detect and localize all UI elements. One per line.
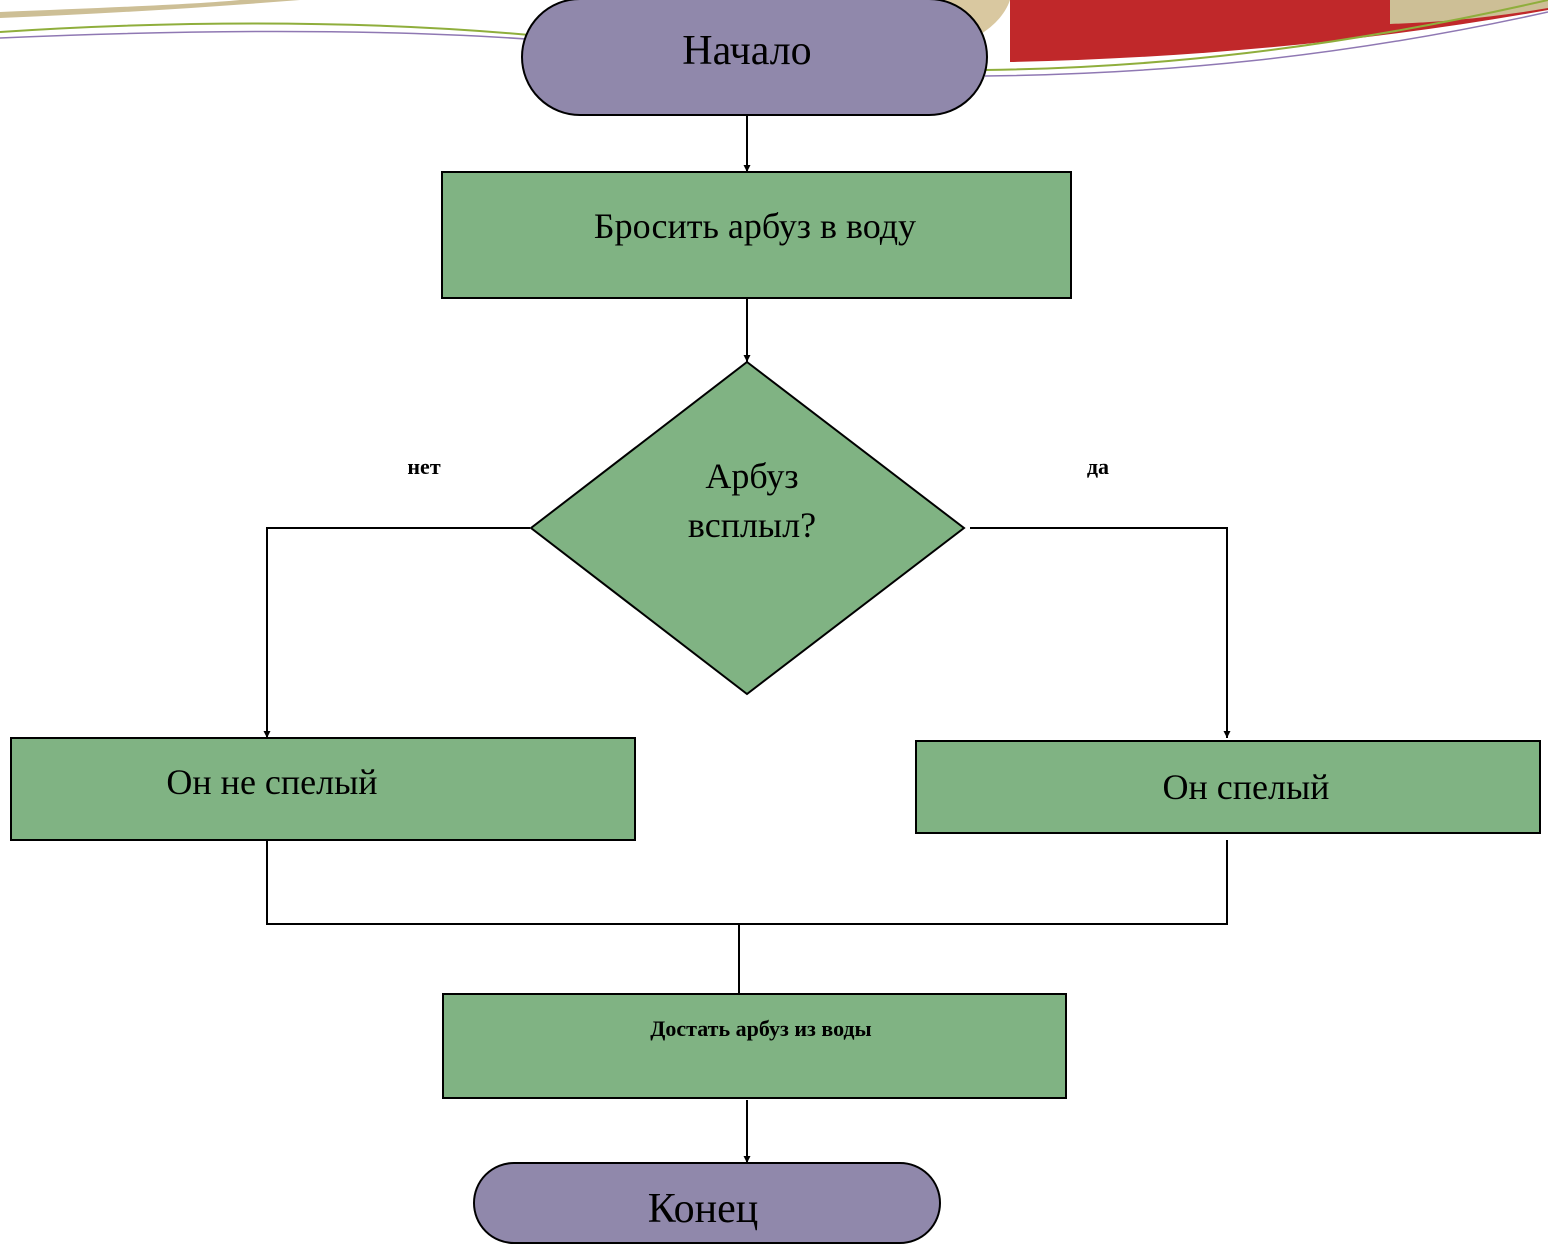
start-label: Начало — [682, 28, 811, 74]
result-yes-label: Он спелый — [1163, 767, 1330, 807]
step1-process: Бросить арбуз в воду — [441, 171, 1072, 299]
decision-label-line1: Арбуз — [705, 456, 798, 496]
end-terminal: Конец — [473, 1162, 941, 1244]
branch-yes-label: да — [1087, 454, 1109, 479]
end-label: Конец — [648, 1186, 759, 1232]
result-no-process: Он не спелый — [10, 737, 636, 841]
branch-no-label: нет — [407, 454, 440, 479]
result-yes-process: Он спелый — [915, 740, 1541, 834]
final-process: Достать арбуз из воды — [442, 993, 1067, 1099]
header-decoration — [0, 0, 1548, 77]
arrow-decision-yes-branch — [970, 527, 1231, 738]
decision-label-line2: всплыл? — [688, 505, 816, 545]
connectors — [263, 115, 1231, 1163]
result-no-label: Он не спелый — [166, 762, 377, 802]
start-terminal: Начало — [521, 0, 988, 116]
decision-diamond: Арбуз всплыл? — [529, 360, 966, 696]
arrow-decision-no-branch — [263, 527, 530, 738]
final-label: Достать арбуз из воды — [650, 1016, 872, 1041]
step1-label: Бросить арбуз в воду — [594, 206, 916, 246]
merge-line — [266, 840, 1228, 925]
